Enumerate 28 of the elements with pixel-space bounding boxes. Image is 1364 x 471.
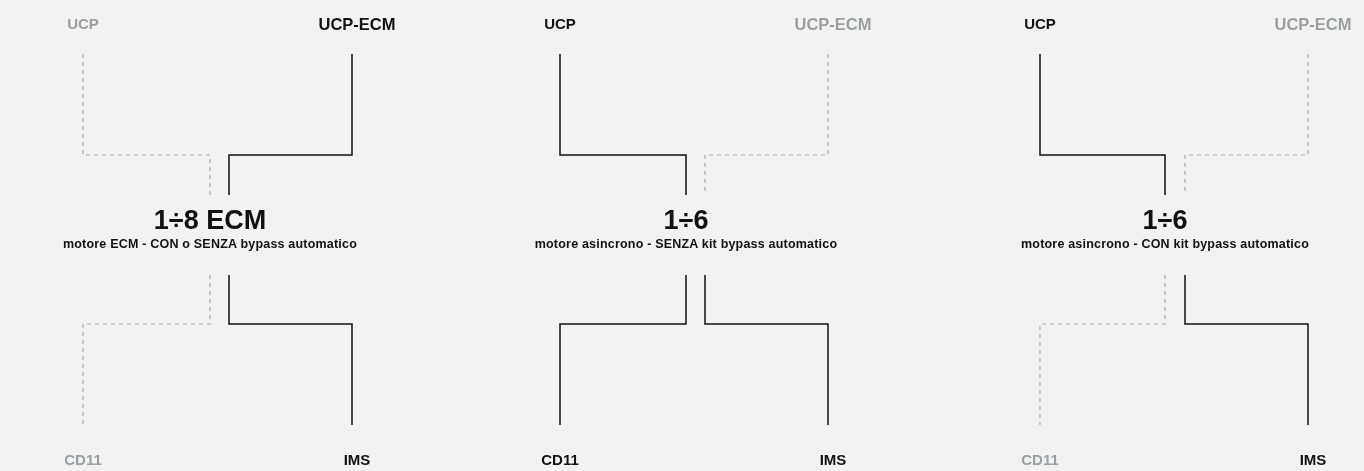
device-label: CD11	[64, 452, 102, 467]
unit-range-title: 1÷6	[663, 207, 709, 234]
dashed-connector	[1039, 274, 1166, 426]
device-label: UCP-ECM	[1274, 16, 1352, 33]
connector	[228, 53, 353, 196]
device-label: UCP-ECM	[794, 16, 872, 33]
configuration-subtitle: motore ECM - CON o SENZA bypass automatico	[62, 238, 358, 251]
device-label: IMS	[343, 452, 371, 467]
dashed-connector	[82, 274, 211, 426]
device-label: UCP	[544, 16, 576, 31]
dashed-connector	[82, 53, 211, 196]
connector	[1039, 53, 1166, 196]
configuration-subtitle: motore asincrono - SENZA kit bypass automatico	[534, 238, 838, 251]
device-label: CD11	[1021, 452, 1059, 467]
unit-range-title: 1÷6	[1142, 207, 1188, 234]
configuration-subtitle: motore asincrono - CON kit bypass automatico	[1021, 238, 1309, 251]
connector	[559, 53, 687, 196]
unit-range-title: 1÷8 ECM	[153, 207, 267, 234]
connector	[559, 274, 687, 426]
device-label: IMS	[819, 452, 847, 467]
device-label: UCP-ECM	[318, 16, 396, 33]
device-label: UCP	[67, 16, 99, 31]
connector	[228, 274, 353, 426]
connector	[704, 274, 829, 426]
device-label: IMS	[1299, 452, 1327, 467]
connector	[1184, 274, 1309, 426]
device-label: CD11	[541, 452, 579, 467]
device-label: UCP	[1024, 16, 1056, 31]
